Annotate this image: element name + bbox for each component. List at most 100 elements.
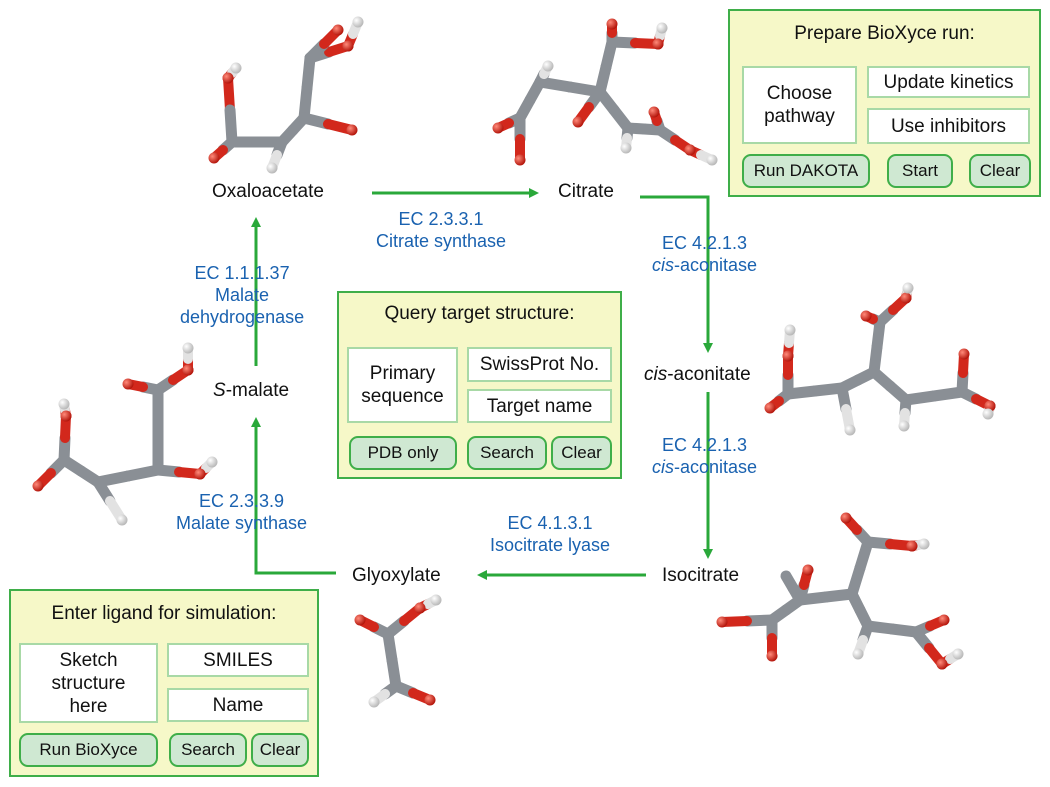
atom-oxygen [182,364,194,376]
atom-oxygen [648,106,660,118]
atom-oxygen [60,410,72,422]
ec-number: EC 1.1.1.37 [194,263,290,283]
enzyme-name-prefix: cis [652,457,674,477]
enzyme-name-prefix: cis [652,255,674,275]
ec-number: EC 2.3.3.1 [398,209,484,229]
atom-oxygen [414,602,426,614]
atom-oxygen [606,18,618,30]
atom-oxygen [492,122,504,134]
atom-hydrogen [58,398,70,410]
atom-oxygen [938,614,950,626]
panel-title: Query target structure: [384,303,575,324]
enzyme-aconitase-1: EC 4.2.1.3 cis-aconitase [652,232,757,276]
atom-hydrogen [784,324,796,336]
ec-number: EC 4.2.1.3 [662,435,748,455]
enzyme-name-line-2: dehydrogenase [180,307,305,327]
atom-hydrogen [656,22,668,34]
atom-hydrogen [206,456,218,468]
clear-button[interactable]: Clear [969,154,1031,188]
atom-oxygen [906,540,918,552]
atom-oxygen [958,348,970,360]
atom-oxygen [346,124,358,136]
label-s-malate: S-malate [213,380,289,402]
smiles-field[interactable]: SMILES [167,643,309,677]
atom-hydrogen [852,648,864,660]
clear-button[interactable]: Clear [551,436,612,470]
use-inhibitors-field[interactable]: Use inhibitors [867,108,1030,144]
swissprot-field[interactable]: SwissProt No. [467,347,612,382]
search-button[interactable]: Search [169,733,247,767]
run-dakota-button[interactable]: Run DAKOTA [742,154,870,188]
atom-oxygen [684,144,696,156]
molecule-isocitrate [716,512,964,670]
label-isocitrate: Isocitrate [662,565,740,586]
atom-oxygen [860,310,872,322]
ec-number: EC 4.2.1.3 [662,233,748,253]
run-bioxyce-button[interactable]: Run BioXyce [19,733,158,767]
atom-oxygen [802,564,814,576]
atom-oxygen [354,614,366,626]
atom-oxygen [936,658,948,670]
atom-hydrogen [116,514,128,526]
atom-hydrogen [706,154,718,166]
enzyme-name-suffix: -aconitase [674,457,758,477]
ec-number: EC 2.3.3.9 [199,491,285,511]
target-name-field[interactable]: Target name [467,389,612,423]
atom-oxygen [840,512,852,524]
enzyme-name: cis-aconitase [652,254,757,276]
molecule-cis-aconitate [764,282,996,436]
atom-oxygen [122,378,134,390]
atom-oxygen [900,292,912,304]
panel-title: Enter ligand for simulation: [51,603,277,624]
enzyme-name: Malate synthase [176,513,308,533]
enzyme-citrate-synthase: EC 2.3.3.1 Citrate synthase [376,208,506,252]
enzyme-malate-synthase: EC 2.3.3.9 Malate synthase [176,490,307,534]
panel-query-target: Query target structure: Primary sequence… [337,291,622,479]
molecule-glyoxylate [354,594,442,708]
atom-hydrogen [430,594,442,606]
atom-oxygen [208,152,220,164]
atom-oxygen [514,154,526,166]
atom-hydrogen [266,162,278,174]
search-button[interactable]: Search [467,436,547,470]
primary-sequence-box[interactable]: Primary sequence [347,347,458,423]
molecule-oxaloacetate [208,16,364,174]
arrow-glyoxylate-to-s-malate [251,417,336,575]
pdb-only-button[interactable]: PDB only [349,436,457,470]
label-cis-aconitate-suffix: -aconitate [667,364,751,385]
panel-prepare-bioxyce: Prepare BioXyce run: Choose pathway Upda… [728,9,1041,197]
atom-oxygen [782,350,794,362]
label-s-malate-prefix: S [213,380,226,401]
molecule-models [32,16,996,708]
reaction-arrows [251,188,713,580]
atom-oxygen [764,402,776,414]
label-s-malate-suffix: -malate [225,380,290,401]
name-field[interactable]: Name [167,688,309,722]
atom-hydrogen [898,420,910,432]
choose-pathway-box[interactable]: Choose pathway [742,66,857,144]
atom-hydrogen [182,342,194,354]
update-kinetics-field[interactable]: Update kinetics [867,66,1030,98]
atom-oxygen [194,468,206,480]
label-cis-aconitate: cis-aconitate [644,364,751,386]
clear-button[interactable]: Clear [251,733,309,767]
atom-oxygen [424,694,436,706]
molecule-s-malate [32,342,218,526]
atom-oxygen [342,40,354,52]
atom-hydrogen [230,62,242,74]
atom-oxygen [222,72,234,84]
atom-oxygen [652,38,664,50]
atom-hydrogen [952,648,964,660]
enzyme-aconitase-2: EC 4.2.1.3 cis-aconitase [652,434,757,478]
atom-hydrogen [368,696,380,708]
enzyme-name: Citrate synthase [376,231,507,251]
sketch-structure-area[interactable]: Sketch structure here [19,643,158,723]
atom-hydrogen [982,408,994,420]
enzyme-name: Isocitrate lyase [490,535,611,555]
molecule-citrate [492,18,718,166]
atom-hydrogen [620,142,632,154]
atom-hydrogen [902,282,914,294]
atom-hydrogen [352,16,364,28]
atom-oxygen [332,24,344,36]
start-button[interactable]: Start [887,154,953,188]
